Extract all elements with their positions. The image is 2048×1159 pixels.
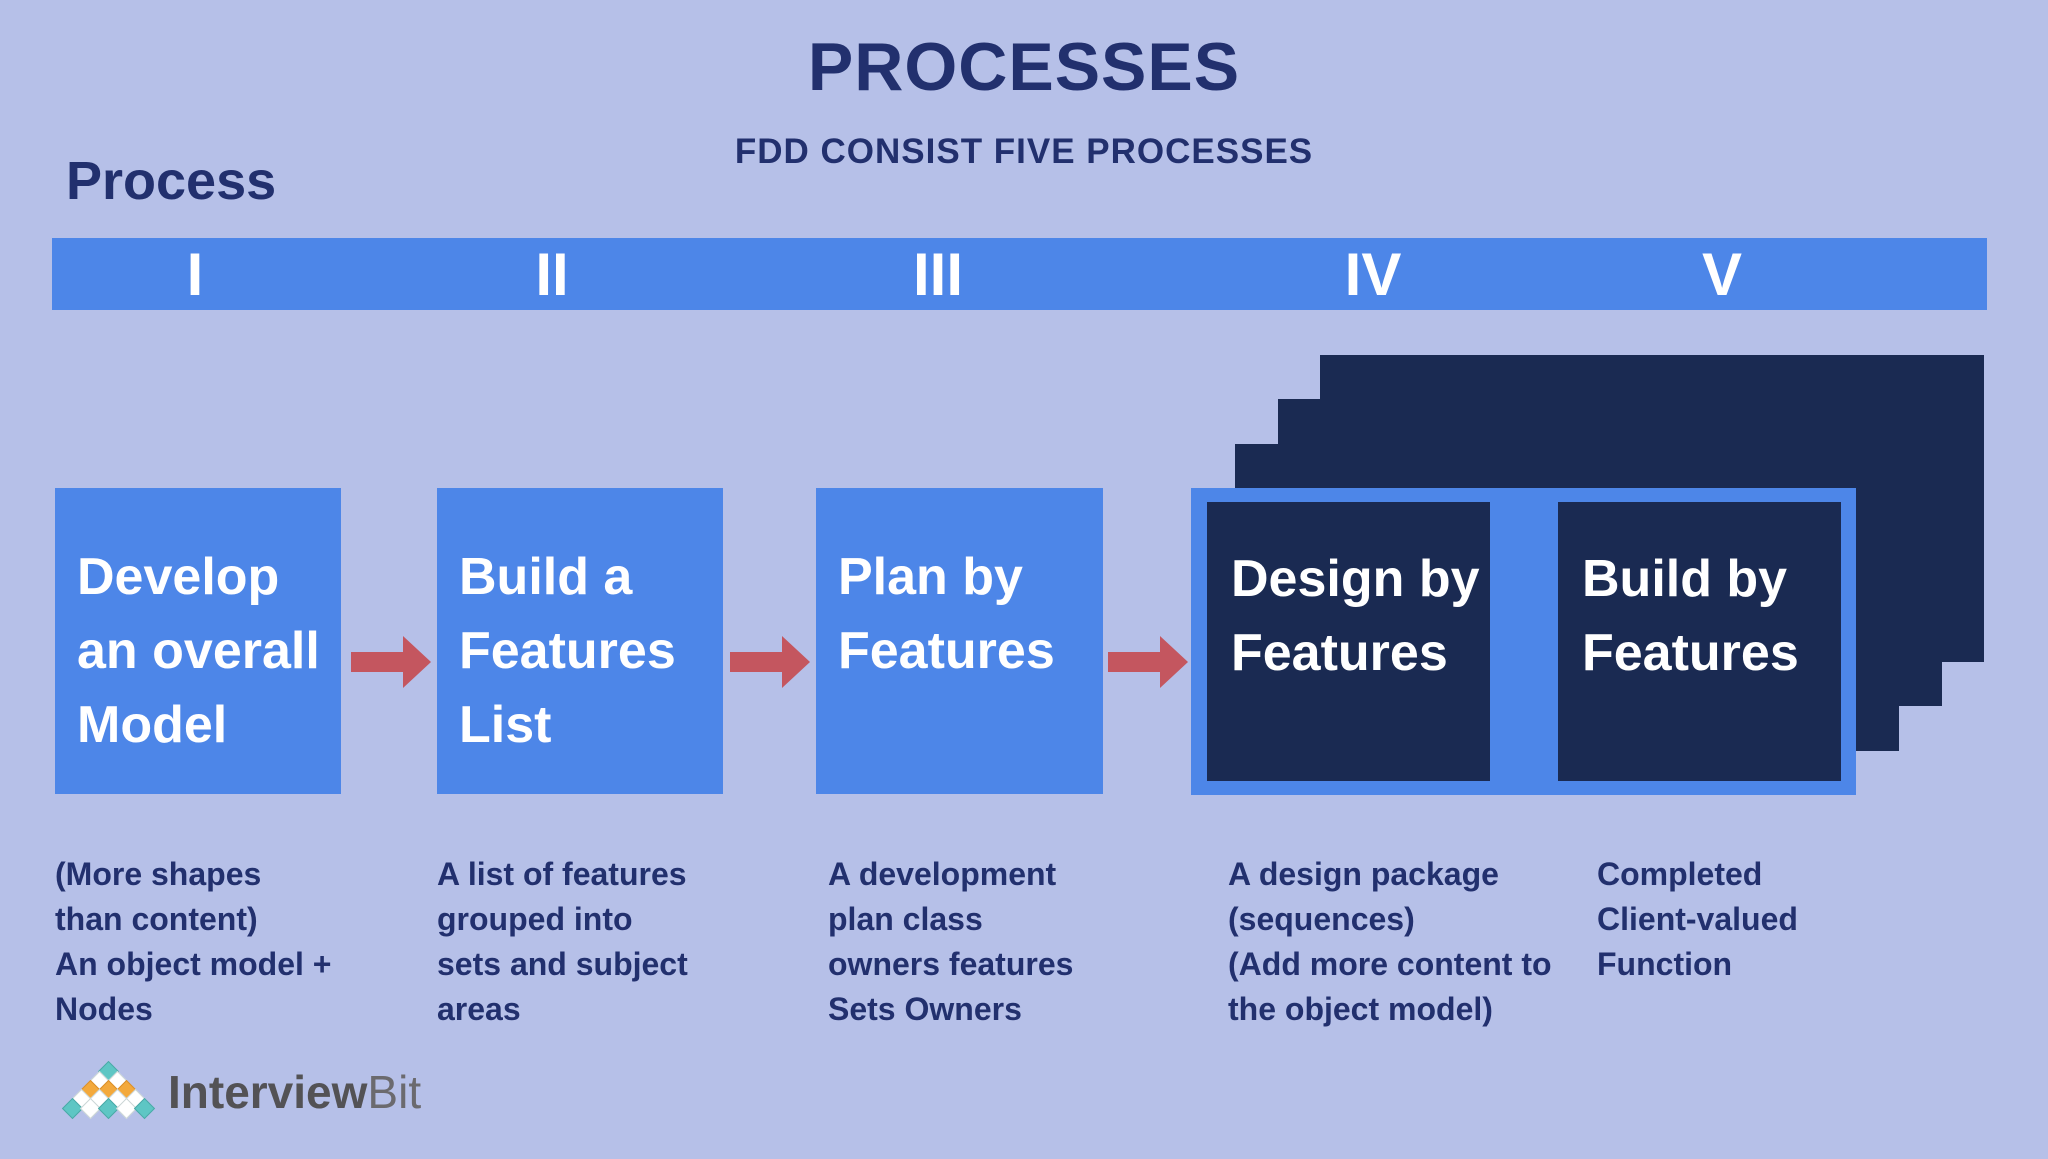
interviewbit-logo-text: InterviewBit: [168, 1066, 421, 1118]
arrow-head: [403, 636, 431, 688]
description-line: A design package: [1228, 856, 1499, 892]
process-box-features-list: Build a Features List: [437, 488, 723, 794]
timeline-numeral-1: I: [186, 241, 204, 308]
process-description-5: Completed Client-valued Function: [1597, 852, 1798, 987]
arrow-shaft: [730, 652, 784, 672]
description-line: A list of features: [437, 856, 687, 892]
description-line: (sequences): [1228, 901, 1415, 937]
box-line: Develop: [77, 548, 280, 606]
timeline-numeral-2: II: [535, 241, 569, 308]
page-title: PROCESSES: [807, 29, 1241, 105]
arrow-head: [1160, 636, 1188, 688]
arrow-shaft: [1108, 652, 1162, 672]
process-description-4: A design package (sequences) (Add more c…: [1228, 852, 1552, 1032]
description-line: A development: [828, 856, 1057, 892]
timeline-numeral-3: III: [912, 241, 964, 308]
brand-name-bold: Interview: [168, 1066, 368, 1118]
process-box-plan-by-features: Plan by Features: [816, 488, 1103, 794]
box-line: Build a: [459, 548, 633, 606]
box-line: an overall: [77, 622, 320, 680]
arrow-right-icon: [1108, 636, 1188, 688]
box-line: Features: [459, 622, 676, 680]
timeline-numeral-5: V: [1701, 241, 1743, 308]
description-line: (More shapes: [55, 856, 262, 892]
description-line: owners features: [828, 946, 1074, 982]
process-box-develop-model: Develop an overall Model: [55, 488, 341, 794]
description-line: (Add more content to: [1228, 946, 1552, 982]
description-line: sets and subject: [437, 946, 688, 982]
design-build-frame: Design by Features Build by Features: [1191, 488, 1856, 795]
arrow-right-icon: [730, 636, 810, 688]
description-line: areas: [437, 991, 521, 1027]
box-line: Model: [77, 696, 228, 754]
process-timeline-bar: I II III IV V: [52, 238, 1987, 310]
box-line: Plan by: [838, 548, 1023, 606]
description-line: than content): [55, 901, 258, 937]
process-description-2: A list of features grouped into sets and…: [437, 852, 688, 1032]
process-box-build-by-features: Build by Features: [1558, 502, 1841, 781]
description-line: the object model): [1228, 991, 1493, 1027]
arrow-right-icon: [351, 636, 431, 688]
timeline-numeral-4: IV: [1344, 241, 1402, 308]
process-box-design-by-features: Design by Features: [1207, 502, 1490, 781]
description-line: Client-valued: [1597, 901, 1798, 937]
description-line: An object model +: [55, 946, 332, 982]
description-line: Nodes: [55, 991, 153, 1027]
page-subtitle: FDD CONSIST FIVE PROCESSES: [734, 132, 1314, 171]
brand-name-light: Bit: [367, 1066, 422, 1118]
description-line: Function: [1597, 946, 1733, 982]
process-axis-label: Process: [66, 151, 277, 211]
box-line: Features: [1582, 624, 1799, 682]
box-line: Features: [838, 622, 1055, 680]
process-description-1: (More shapes than content) An object mod…: [55, 852, 331, 1032]
box-line: Features: [1231, 624, 1448, 682]
arrow-head: [782, 636, 810, 688]
description-line: grouped into: [437, 901, 633, 937]
box-line: Build by: [1582, 550, 1788, 608]
interviewbit-logo-icon: [61, 1060, 156, 1120]
box-line: Design by: [1231, 550, 1480, 608]
description-line: Completed: [1597, 856, 1763, 892]
description-line: plan class: [828, 901, 983, 937]
box-line: List: [459, 696, 552, 754]
description-line: Sets Owners: [828, 991, 1022, 1027]
process-description-3: A development plan class owners features…: [828, 852, 1073, 1032]
arrow-shaft: [351, 652, 405, 672]
